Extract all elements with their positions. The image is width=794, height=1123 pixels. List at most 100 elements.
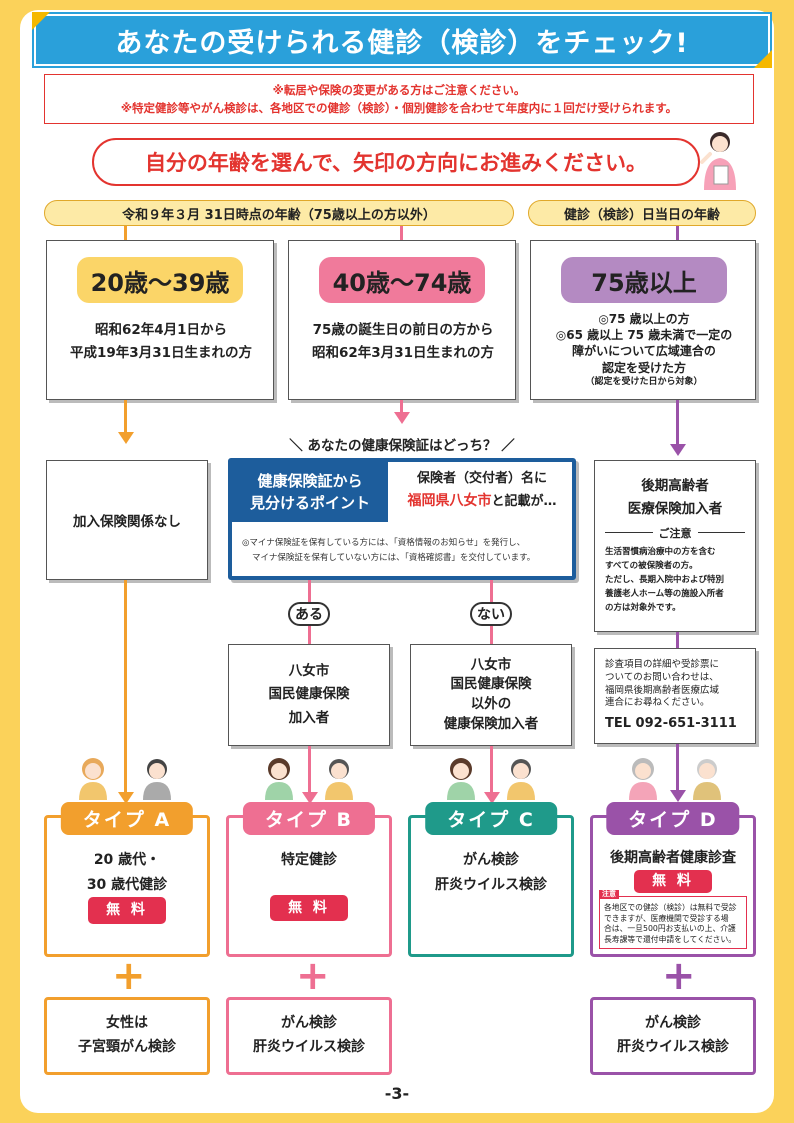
contact-line: 福岡県後期高齢者医療広域 (605, 684, 720, 696)
age-card-75-plus: 75歳以上 ◎75 歳以上の方 ◎65 歳以上 75 歳未満で一定の 障がいにつ… (530, 240, 756, 400)
mid-line: 国民健康保険 (268, 686, 350, 703)
connector-line (400, 226, 403, 240)
bonus-line: がん検診 (645, 1015, 701, 1032)
age-description: ◎75 歳以上の方 ◎65 歳以上 75 歳未満で一定の 障がいについて広域連合… (531, 311, 757, 388)
age-desc-line: 昭和62年3月31日生まれの方 (312, 344, 494, 361)
answer-yes-badge: ある (288, 602, 330, 626)
divider (697, 532, 745, 534)
type-b-content: 特定健診 無 料 (229, 848, 389, 921)
insurance-note: ◎マイナ保険証を保有している方には、「資格情報のお知らせ」を発行し、 マイナ保険… (242, 536, 572, 567)
insurance-question: ＼ あなたの健康保険証はどっち？ ／ (270, 434, 534, 454)
header-age-march: 令和９年３月 31日時点の年齢（75歳以上の方以外） (44, 200, 514, 226)
notice-line-2: ※特定健診等やがん検診は、各地区での健診（検診）・個別健診を合わせて年度内に１回… (120, 101, 678, 115)
insurance-point-description: 保険者（交付者）名に 福岡県八女市と記載が… (392, 468, 572, 514)
insurance-point-label: 健康保険証から 見分けるポイント (232, 462, 388, 522)
caution-text: 生活習慣病治療中の方を含む すべての被保険者の方。 ただし、長期入院中および特別… (595, 545, 755, 615)
contact-text: 診査項目の詳細や受診票に ついてのお問い合わせは、 福岡県後期高齢者医療広域 連… (605, 659, 745, 710)
man-glasses-icon (325, 759, 353, 800)
arrow-down-icon (670, 790, 686, 802)
young-woman-icon (79, 758, 107, 800)
no-insurance-box: 加入保険関係なし (46, 460, 208, 580)
desc-line-2: 福岡県八女市と記載が… (392, 490, 572, 514)
insurance-check-box: 健康保険証から 見分けるポイント 保険者（交付者）名に 福岡県八女市と記載が… … (228, 458, 576, 580)
point-line: 健康保険証から (257, 471, 363, 490)
caution-line: ただし、長期入院中および特別 (605, 574, 725, 585)
arrow-down-icon (118, 792, 134, 804)
divider (605, 532, 653, 534)
contact-box: 診査項目の詳細や受診票に ついてのお問い合わせは、 福岡県後期高齢者医療広域 連… (594, 648, 756, 744)
bonus-box-d: がん検診 肝炎ウイルス検診 (590, 997, 756, 1075)
type-b-label: タイプ B (242, 802, 376, 835)
caution-line: の方は対象外です。 (605, 602, 681, 613)
age-desc-line: 障がいについて広域連合の (572, 344, 716, 359)
man-glasses-icon (507, 759, 535, 800)
caution-line: 生活習慣病治療中の方を含む (605, 546, 716, 557)
mid-line: 加入者 (288, 709, 330, 726)
arrow-down-icon (670, 444, 686, 456)
type-line: 肝炎ウイルス検診 (435, 876, 547, 893)
type-line: がん検診 (463, 852, 519, 868)
type-c-content: がん検診 肝炎ウイルス検診 (411, 848, 571, 897)
type-b-box: タイプ B 特定健診 無 料 (226, 802, 392, 957)
type-d-label: タイプ D (606, 802, 740, 835)
free-badge: 無 料 (270, 894, 348, 921)
plus-icon: + (112, 953, 146, 999)
woman-icon (447, 758, 475, 800)
instruction-banner: 自分の年齢を選んで、矢印の方向にお進みください。 (92, 138, 700, 186)
type-d-content: 後期高齢者健康診査 無 料 (593, 848, 753, 894)
age-label: 40歳〜74歳 (332, 268, 472, 297)
point-line: 見分けるポイント (249, 494, 370, 512)
type-d-note: 注意 各地区での健診（検診）は無料で受診 できますが、医療機関で受診する場 合は… (599, 890, 747, 950)
age-desc-line: 昭和62年4月1日から (94, 322, 228, 338)
instruction-text: 自分の年齢を選んで、矢印の方向にお進みください。 (144, 151, 648, 175)
caution-title: ご注意 (658, 526, 692, 540)
caution-line: 養護老人ホーム等の施設入所者 (605, 588, 724, 599)
age-pill-40-74: 40歳〜74歳 (319, 257, 485, 303)
bonus-line: がん検診 (281, 1015, 337, 1032)
desc-suffix: と記載が… (491, 494, 557, 510)
flow-line (676, 632, 679, 648)
note-line: 合は、一旦500円お支払いの上、介護 (604, 924, 736, 934)
page-title-text: あなたの受けられる健診（検診）をチェック! (115, 27, 689, 59)
arrow-down-icon (394, 412, 410, 424)
page-title: あなたの受けられる健診（検診）をチェック! (32, 12, 772, 68)
age-desc-line: 認定を受けた方 (601, 360, 686, 375)
notice-line-1: ※転居や保険の変更がある方はご注意ください。 (272, 82, 526, 97)
note-line: 各地区での健診（検診）は無料で受診 (604, 903, 737, 912)
note-line: 長寿課等で還付申請をしてください。 (604, 934, 737, 944)
type-line: 20 歳代・ (93, 852, 161, 868)
type-line: 30 歳代健診 (86, 876, 168, 893)
note-line: マイナ保険証を保有していない方には、「資格確認書」を交付しています。 (252, 553, 536, 564)
flow-line (676, 400, 679, 446)
contact-line: ついてのお問い合わせは、 (605, 671, 719, 683)
type-line: 後期高齢者健康診査 (610, 850, 736, 866)
mid-line: 八女市 (288, 662, 330, 679)
question-slash-icon: ／ (496, 438, 515, 454)
connector-line (676, 226, 679, 240)
free-badge: 無 料 (634, 869, 712, 894)
contact-line: 診査項目の詳細や受診票に (605, 659, 720, 670)
note-line: できますが、医療機関で受診する場 (604, 913, 729, 923)
flow-line (676, 744, 679, 792)
type-a-label: タイプ A (60, 802, 194, 835)
arrow-down-icon (302, 792, 318, 804)
page-number: -3- (384, 1084, 410, 1103)
mid-line: 以外の (470, 696, 512, 712)
elderly-title-line: 医療保険加入者 (627, 500, 723, 517)
other-insurance-box: 八女市 国民健康保険 以外の 健康保険加入者 (410, 644, 572, 746)
age-desc-line: 75歳の誕生日の前日の方から (312, 322, 494, 338)
caution-line: すべての被保険者の方。 (605, 560, 698, 571)
mid-line: 国民健康保険 (450, 676, 532, 693)
age-label: 20歳〜39歳 (90, 268, 230, 297)
young-man-icon (143, 759, 171, 800)
flow-line (308, 746, 311, 794)
answer-no-text: ない (477, 607, 505, 623)
mid-line: 八女市 (470, 656, 512, 673)
contact-line: 連合にお尋ねください。 (605, 697, 710, 709)
notice-box: ※転居や保険の変更がある方はご注意ください。 ※特定健診等やがん検診は、各地区で… (44, 74, 754, 124)
type-c-label: タイプ C (425, 802, 557, 835)
woman-icon (265, 758, 293, 800)
bonus-box-a: 女性は 子宮頸がん検診 (44, 997, 210, 1075)
flow-line (124, 400, 127, 434)
contact-phone: TEL 092-651-3111 (605, 716, 737, 732)
